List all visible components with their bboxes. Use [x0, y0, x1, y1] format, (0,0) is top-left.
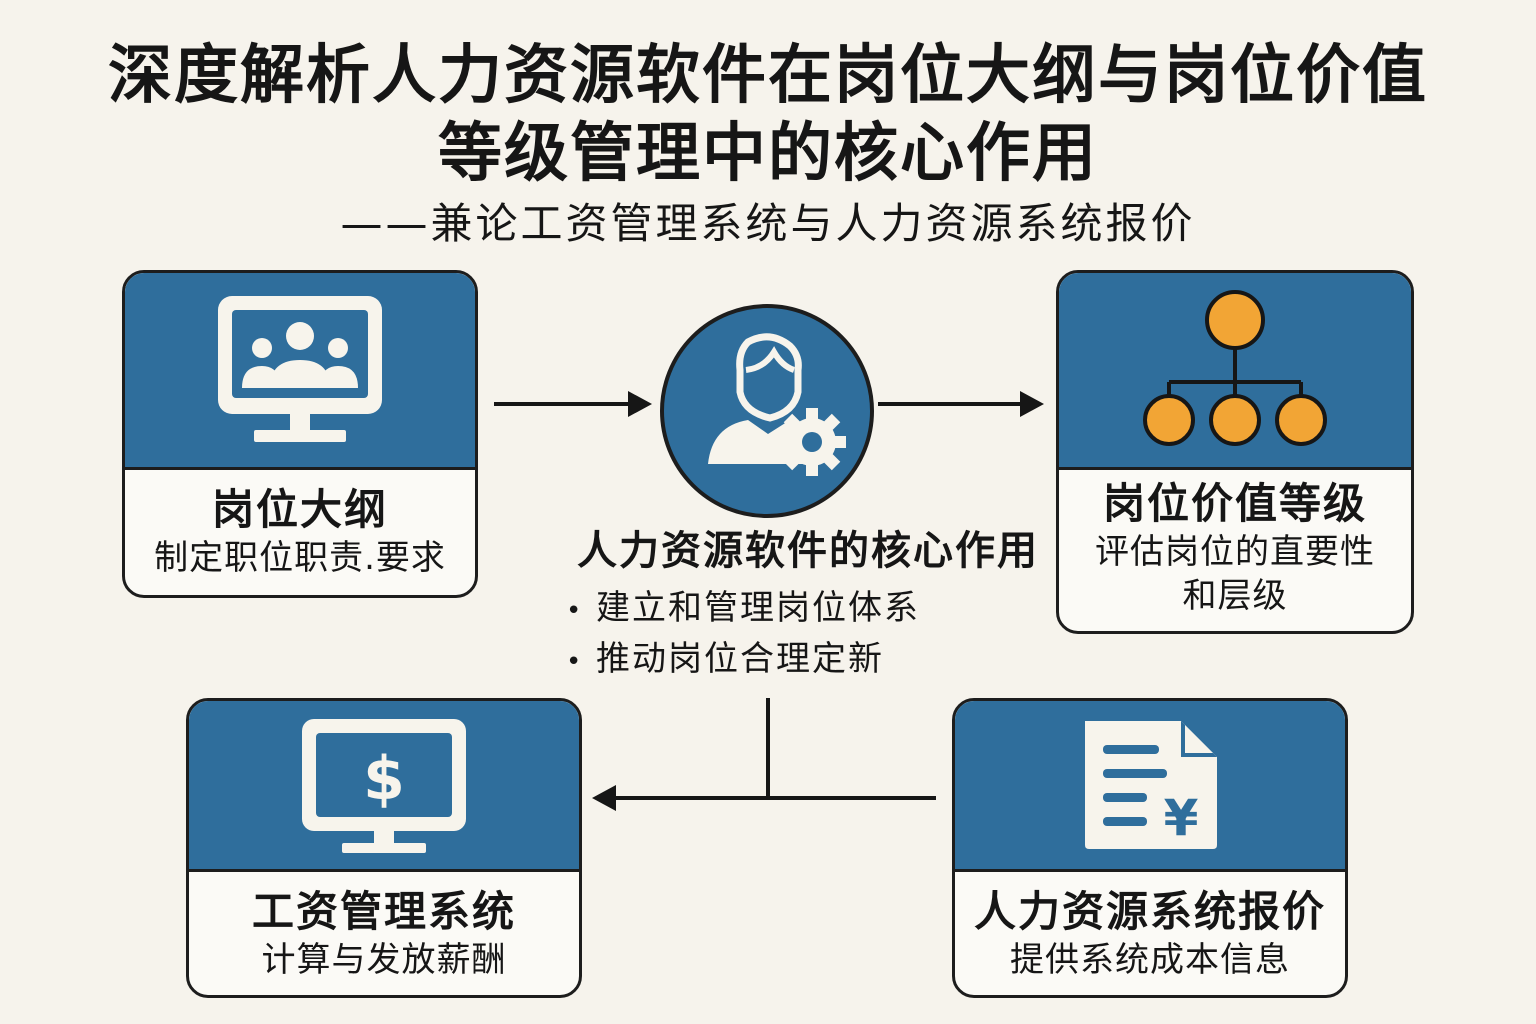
arrowhead-value	[1020, 391, 1044, 417]
card-job-value-title: 岗位价值等级	[1102, 479, 1367, 528]
card-job-outline-header	[125, 273, 475, 470]
core-bullet-2-text: 推动岗位合理定新	[596, 639, 884, 679]
card-job-outline-title: 岗位大纲	[211, 485, 388, 534]
arrowhead-payroll	[592, 785, 616, 811]
core-role-bullets: 建立和管理岗位体系 推动岗位合理定新	[566, 584, 920, 686]
user-gear-icon	[708, 333, 846, 476]
card-pricing-desc: 提供系统成本信息	[1010, 940, 1290, 980]
core-bullet-1: 建立和管理岗位体系	[566, 584, 920, 635]
document-yen-icon: ¥	[1085, 721, 1217, 849]
org-chart-icon	[1143, 290, 1327, 446]
card-hr-system-pricing: ¥ 人力资源系统报价 提供系统成本信息	[952, 698, 1348, 998]
title-line-2: 等级管理中的核心作用	[438, 117, 1098, 191]
core-bullet-1-text: 建立和管理岗位体系	[596, 588, 920, 628]
card-job-value-header	[1059, 273, 1411, 470]
monitor-people-icon	[218, 296, 382, 442]
core-role-circle	[660, 304, 874, 518]
card-payroll-header: $	[189, 701, 579, 872]
svg-text:$: $	[363, 744, 405, 814]
arrowhead-core	[628, 391, 652, 417]
card-payroll-desc: 计算与发放薪酬	[261, 940, 507, 980]
card-job-value-desc-2: 和层级	[1182, 576, 1288, 616]
card-job-value-grade: 岗位价值等级 评估岗位的直要性 和层级	[1056, 270, 1414, 634]
monitor-dollar-icon: $	[302, 719, 466, 853]
title-line-1: 深度解析人力资源软件在岗位大纲与岗位价值	[108, 39, 1428, 113]
core-bullet-2: 推动岗位合理定新	[566, 635, 920, 686]
card-job-outline-desc: 制定职位职责.要求	[154, 538, 446, 578]
card-payroll-title: 工资管理系统	[251, 887, 516, 936]
card-pricing-header: ¥	[955, 701, 1345, 872]
subtitle: ——兼论工资管理系统与人力资源系统报价	[340, 199, 1196, 248]
card-job-value-desc-1: 评估岗位的直要性	[1095, 532, 1375, 572]
svg-text:¥: ¥	[1164, 789, 1199, 847]
core-role-title: 人力资源软件的核心作用	[577, 528, 1039, 574]
card-payroll-system: $ 工资管理系统 计算与发放薪酬	[186, 698, 582, 998]
card-job-outline: 岗位大纲 制定职位职责.要求	[122, 270, 478, 598]
card-pricing-title: 人力资源系统报价	[973, 887, 1326, 936]
